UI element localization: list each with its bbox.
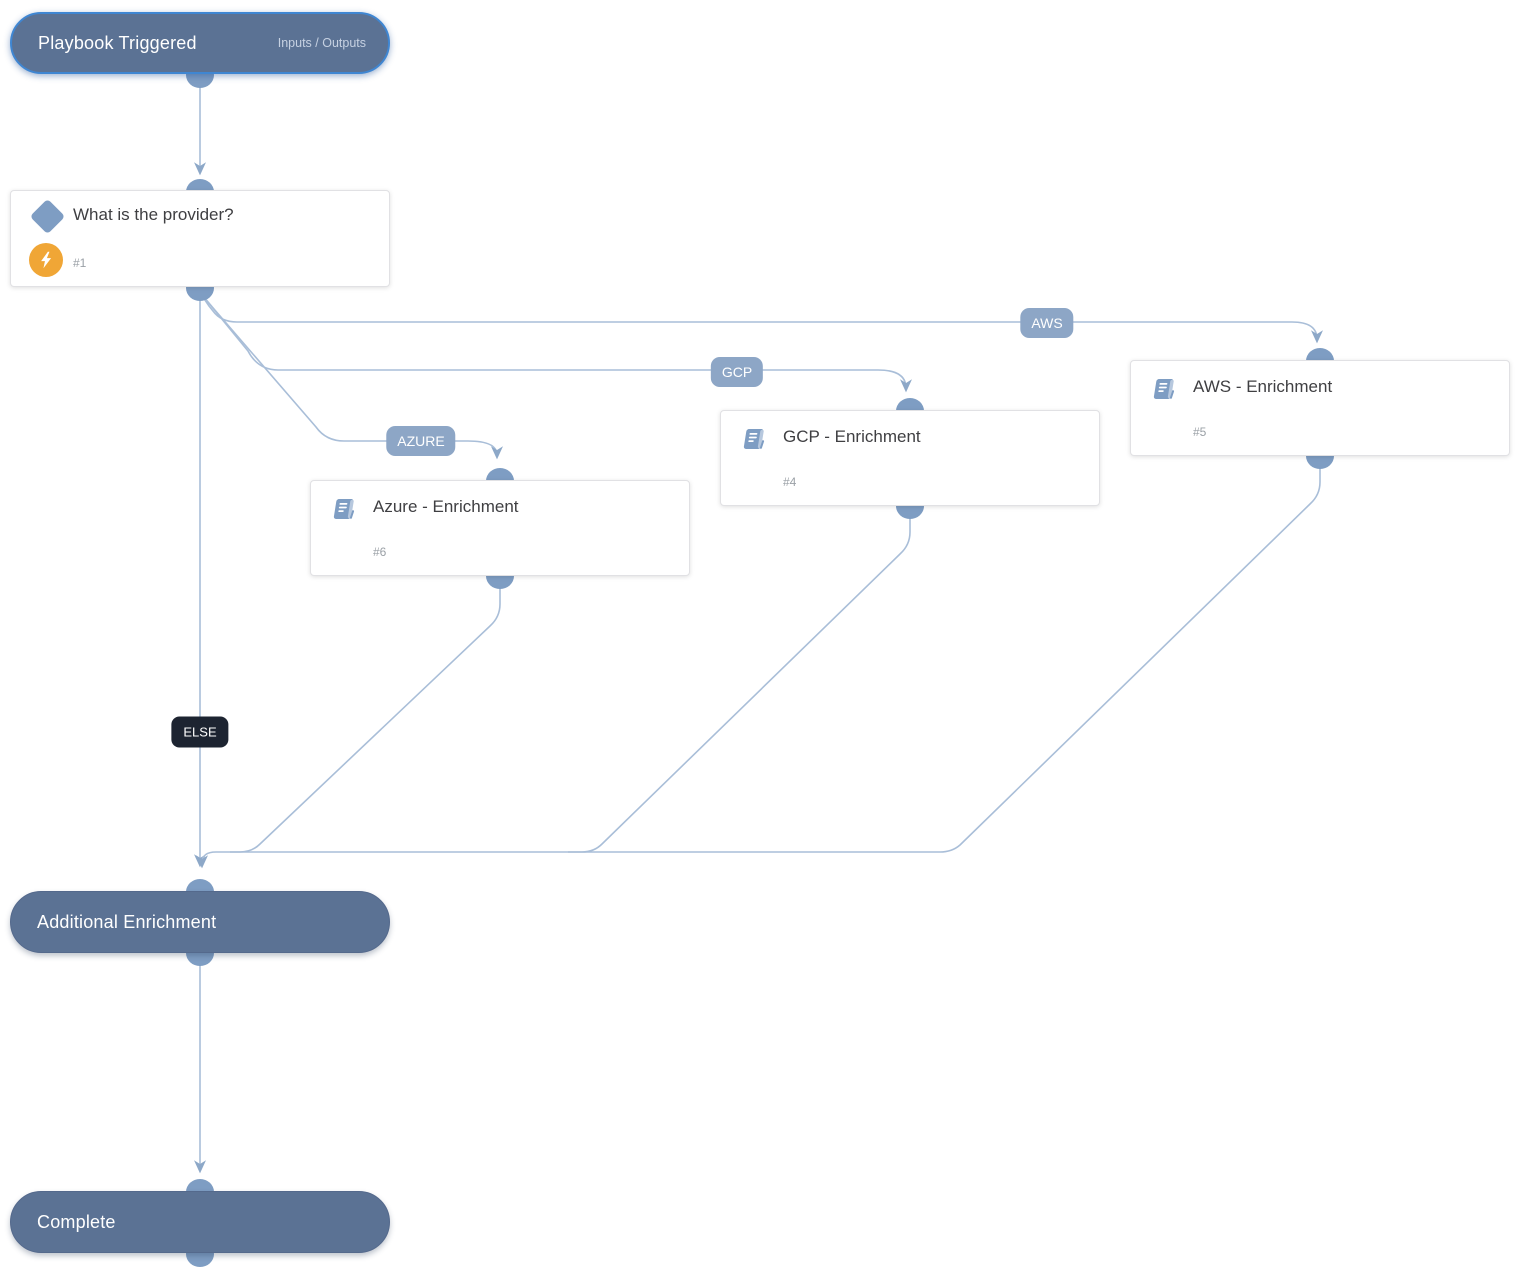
edge-label-aws[interactable]: AWS <box>1020 308 1074 338</box>
playbook-node-azure-enrichment[interactable]: Azure - Enrichment #6 <box>310 480 690 576</box>
start-node-label: Playbook Triggered <box>38 32 197 53</box>
decision-diamond-icon <box>29 198 66 235</box>
end-node-complete[interactable]: Complete <box>10 1191 390 1253</box>
playbook-book-icon <box>1153 379 1175 399</box>
start-node-playbook-triggered[interactable]: Playbook Triggered Inputs / Outputs <box>10 12 390 74</box>
node-additional-enrichment[interactable]: Additional Enrichment <box>10 891 390 953</box>
gcp-node-title: GCP - Enrichment <box>783 427 921 446</box>
playbook-book-icon <box>743 429 765 449</box>
decision-node-what-is-the-provider[interactable]: What is the provider? #1 <box>10 190 390 287</box>
edge-label-gcp[interactable]: GCP <box>710 357 764 387</box>
azure-node-number: #6 <box>373 545 387 559</box>
decision-title: What is the provider? <box>73 205 234 224</box>
playbook-book-icon <box>333 499 355 519</box>
playbook-node-gcp-enrichment[interactable]: GCP - Enrichment #4 <box>720 410 1100 506</box>
inputs-outputs-link[interactable]: Inputs / Outputs <box>277 36 366 50</box>
complete-label: Complete <box>37 1211 116 1232</box>
edge-label-else[interactable]: ELSE <box>171 716 229 748</box>
decision-number: #1 <box>73 256 87 270</box>
aws-node-title: AWS - Enrichment <box>1193 377 1333 396</box>
edge-label-azure[interactable]: AZURE <box>386 426 456 456</box>
gcp-node-number: #4 <box>783 475 797 489</box>
additional-enrichment-label: Additional Enrichment <box>37 911 217 932</box>
action-bolt-icon <box>29 243 63 277</box>
aws-node-number: #5 <box>1193 425 1207 439</box>
azure-node-title: Azure - Enrichment <box>373 497 519 516</box>
playbook-node-aws-enrichment[interactable]: AWS - Enrichment #5 <box>1130 360 1510 456</box>
